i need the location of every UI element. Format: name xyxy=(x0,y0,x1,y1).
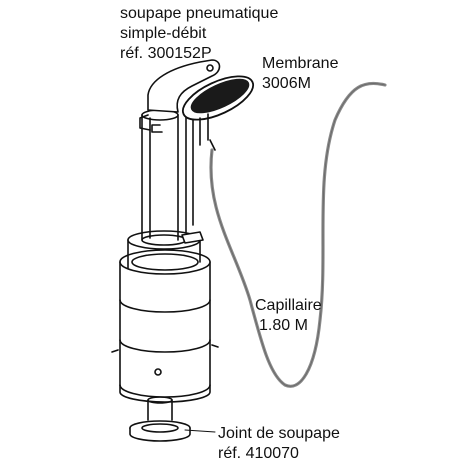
title-line-3: réf. 300152P xyxy=(120,45,212,62)
capillary-label: Capillaire xyxy=(255,297,322,314)
capillary-tube xyxy=(209,81,387,388)
title-line-1: soupape pneumatique xyxy=(120,5,279,22)
joint-label: Joint de soupape xyxy=(218,425,340,442)
title-line-2: simple-débit xyxy=(120,25,207,42)
lever-arm xyxy=(139,59,221,133)
central-tube xyxy=(141,109,179,241)
guide-rod xyxy=(185,109,194,233)
membrane-label: Membrane xyxy=(262,55,339,72)
joint-leader xyxy=(184,429,216,433)
membrane-ref: 3006M xyxy=(262,75,311,92)
capillary-length: 1.80 M xyxy=(259,317,308,334)
seal-joint xyxy=(129,396,191,442)
joint-ref: réf. 410070 xyxy=(218,445,299,462)
membrane-disc xyxy=(182,75,254,151)
valve-body xyxy=(111,249,219,403)
